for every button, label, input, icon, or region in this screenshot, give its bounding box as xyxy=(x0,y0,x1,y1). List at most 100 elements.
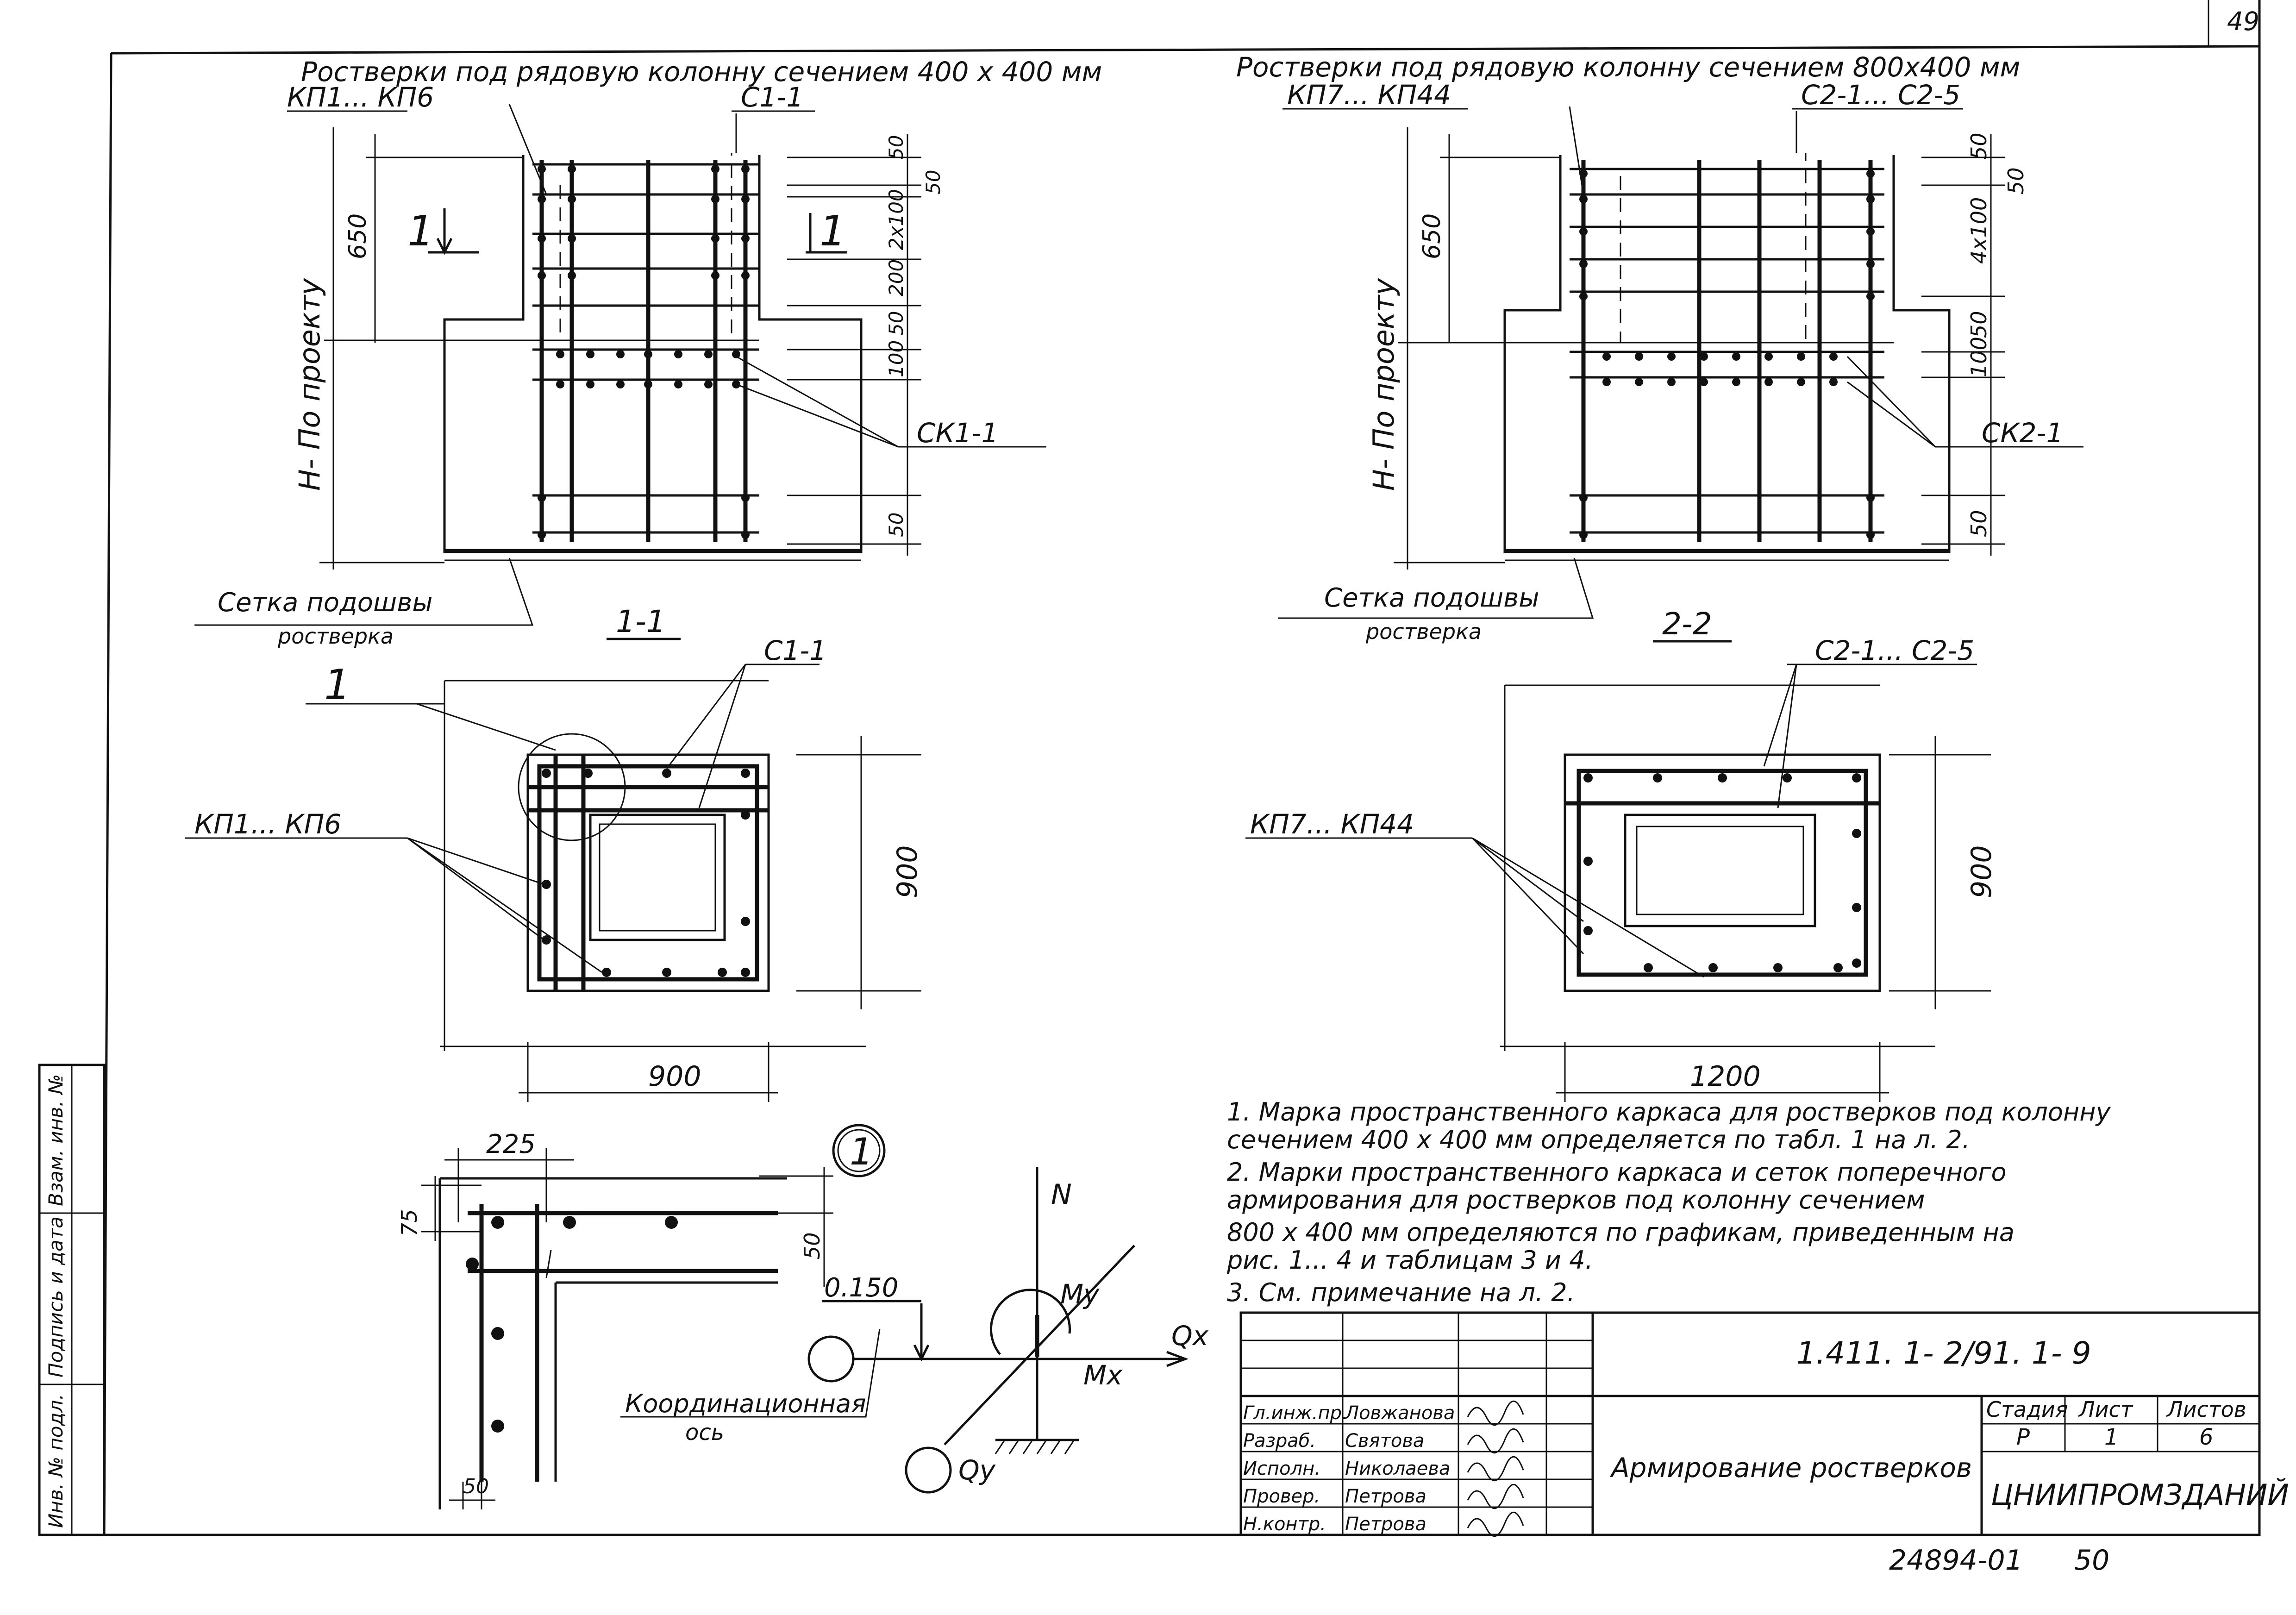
section-1-dots xyxy=(542,769,750,977)
note-line-4: армирования для ростверков под колонну с… xyxy=(1227,1185,1925,1214)
notes: 1. Марка пространственного каркаса для р… xyxy=(1226,1097,2111,1307)
right-title: Ростверки под рядовую колонну сечением 8… xyxy=(1236,51,2020,83)
archive-number: 24894-01 xyxy=(1889,1544,2023,1577)
right-dim-650: 650 xyxy=(1418,213,1446,259)
note-line-3: 2. Марки пространственного каркаса и сет… xyxy=(1227,1158,2007,1187)
left-elevation: Ростверки под рядовую колонну сечением 4… xyxy=(194,56,1102,649)
note-line-5: 800 х 400 мм определяются по графикам, п… xyxy=(1227,1218,2014,1247)
axis-label-2: ось xyxy=(685,1420,724,1446)
detail-dim-225: 225 xyxy=(486,1129,536,1159)
load-scheme: 0.150 N My Mx Qx Qy xyxy=(807,1167,1209,1494)
tb-name-3: Николаева xyxy=(1345,1458,1450,1479)
signatures xyxy=(1467,1400,1524,1537)
right-dim-50b: 50 xyxy=(2003,167,2028,194)
drawing-title: Армирование ростверков xyxy=(1609,1452,1972,1484)
right-dim-100: 100 xyxy=(1966,337,1991,377)
load-Qx: Qx xyxy=(1171,1320,1209,1352)
left-dim-50b: 50 xyxy=(922,170,945,194)
detail-node-1: 1 225 75 50 50 Координационная ось xyxy=(397,1124,886,1509)
right-dim-50c: 50 xyxy=(1966,311,1991,338)
title-block: 1.411. 1- 2/91. 1- 9 Армирование роствер… xyxy=(1239,1311,2289,1537)
left-dim-650: 650 xyxy=(344,213,372,259)
stamp-replace-label: Взам. инв. № xyxy=(44,1074,67,1206)
load-N: N xyxy=(1051,1178,1072,1211)
stamp-signature-label: Подпись и дата xyxy=(44,1216,67,1377)
section-1-frame-label: С1-1 xyxy=(764,635,826,666)
left-dim-50d: 50 xyxy=(885,513,907,537)
note-line-2: сечением 400 х 400 мм определяется по та… xyxy=(1227,1125,1970,1154)
section-1-cage-label: КП1... КП6 xyxy=(194,808,341,840)
detail-node-number: 1 xyxy=(850,1130,873,1173)
tb-name-4: Петрова xyxy=(1345,1486,1426,1507)
tb-name-1: Ловжанова xyxy=(1344,1402,1455,1424)
left-frame-label: С1-1 xyxy=(741,81,803,113)
left-mesh-label: СК1-1 xyxy=(917,417,998,449)
section-1-title: 1-1 xyxy=(616,604,666,639)
section-mark-left: 1 xyxy=(407,207,434,256)
load-My: My xyxy=(1060,1278,1100,1310)
stage-value: Р xyxy=(2016,1424,2030,1450)
doc-code: 1.411. 1- 2/91. 1- 9 xyxy=(1796,1335,2091,1371)
left-dim-200: 200 xyxy=(885,259,907,296)
left-sole-mesh-2: ростверка xyxy=(277,624,394,649)
section-1-callout: 1 xyxy=(324,661,350,709)
left-dim-100: 100 xyxy=(885,340,907,377)
left-elev-dots xyxy=(538,165,750,539)
tb-role-4: Провер. xyxy=(1243,1486,1320,1507)
axis-label-1: Координационная xyxy=(625,1389,866,1418)
sheets-header: Листов xyxy=(2166,1397,2246,1422)
left-height-label: Н- По проекту xyxy=(293,278,326,491)
load-Qy: Qy xyxy=(958,1454,996,1486)
left-cage-range: КП1... КП6 xyxy=(287,81,434,113)
right-elevation: Ростверки под рядовую колонну сечением 8… xyxy=(1236,51,2083,644)
section-1-1: 1-1 С1-1 1 КП1... КП6 900 xyxy=(185,604,924,1102)
tb-name-5: Петрова xyxy=(1345,1514,1426,1535)
stamp-inv-label: Инв. № подл. xyxy=(44,1394,67,1528)
right-frame-label: С2-1... С2-5 xyxy=(1801,79,1960,111)
section-1-dim-width: 900 xyxy=(648,1060,701,1093)
stage-header: Стадия xyxy=(1986,1397,2068,1422)
right-mesh-label: СК2-1 xyxy=(1982,417,2063,449)
tb-name-2: Святова xyxy=(1345,1430,1424,1452)
section-2-dots xyxy=(1583,773,1861,972)
detail-dim-50-right: 50 xyxy=(800,1232,825,1259)
page-number: 50 xyxy=(2074,1544,2109,1577)
section-2-frame-label: С2-1... С2-5 xyxy=(1815,635,1974,666)
right-cage-range: КП7... КП44 xyxy=(1287,79,1451,111)
note-line-7: 3. См. примечание на л. 2. xyxy=(1227,1278,1575,1307)
page-footer: 24894-01 50 xyxy=(1889,1544,2109,1577)
tb-role-3: Исполн. xyxy=(1243,1458,1320,1479)
sheet-value: 1 xyxy=(2104,1424,2119,1450)
tb-role-1: Гл.инж.пр. xyxy=(1243,1402,1348,1424)
left-dim-2x100: 2х100 xyxy=(885,189,907,250)
load-level: 0.150 xyxy=(824,1273,898,1303)
sheet-number: 49 xyxy=(2227,6,2259,36)
section-2-dim-height: 900 xyxy=(1965,845,1998,898)
right-elev-dots xyxy=(1579,169,1875,539)
detail-dots xyxy=(466,1216,678,1433)
sheets-value: 6 xyxy=(2199,1424,2214,1450)
tb-role-5: Н.контр. xyxy=(1243,1514,1326,1535)
organization: ЦНИИПРОМЗДАНИЙ xyxy=(1991,1477,2289,1512)
section-2-title: 2-2 xyxy=(1662,606,1712,642)
section-1-dim-height: 900 xyxy=(891,845,924,898)
right-sole-mesh-1: Сетка подошвы xyxy=(1324,583,1539,613)
right-sole-mesh-2: ростверка xyxy=(1365,619,1482,644)
right-height-label: Н- По проекту xyxy=(1367,278,1401,491)
right-dim-50a: 50 xyxy=(1966,132,1991,160)
section-2-cage-label: КП7... КП44 xyxy=(1250,808,1414,840)
left-title: Ростверки под рядовую колонну сечением 4… xyxy=(301,56,1102,88)
left-dim-50c: 50 xyxy=(885,311,907,336)
right-dim-4x100: 4х100 xyxy=(1966,197,1991,264)
sheet-header: Лист xyxy=(2078,1397,2133,1422)
note-line-1: 1. Марка пространственного каркаса для р… xyxy=(1227,1097,2111,1127)
load-Mx: Mx xyxy=(1083,1359,1123,1391)
note-line-6: рис. 1... 4 и таблицам 3 и 4. xyxy=(1226,1246,1593,1275)
side-stamp: Инв. № подл. Подпись и дата Взам. инв. № xyxy=(38,1064,106,1536)
left-dim-50a: 50 xyxy=(885,135,907,160)
detail-dim-75: 75 xyxy=(397,1209,422,1236)
section-2-dim-width: 1200 xyxy=(1690,1060,1761,1093)
right-dim-50d: 50 xyxy=(1966,510,1991,537)
left-sole-mesh-1: Сетка подошвы xyxy=(218,588,432,618)
